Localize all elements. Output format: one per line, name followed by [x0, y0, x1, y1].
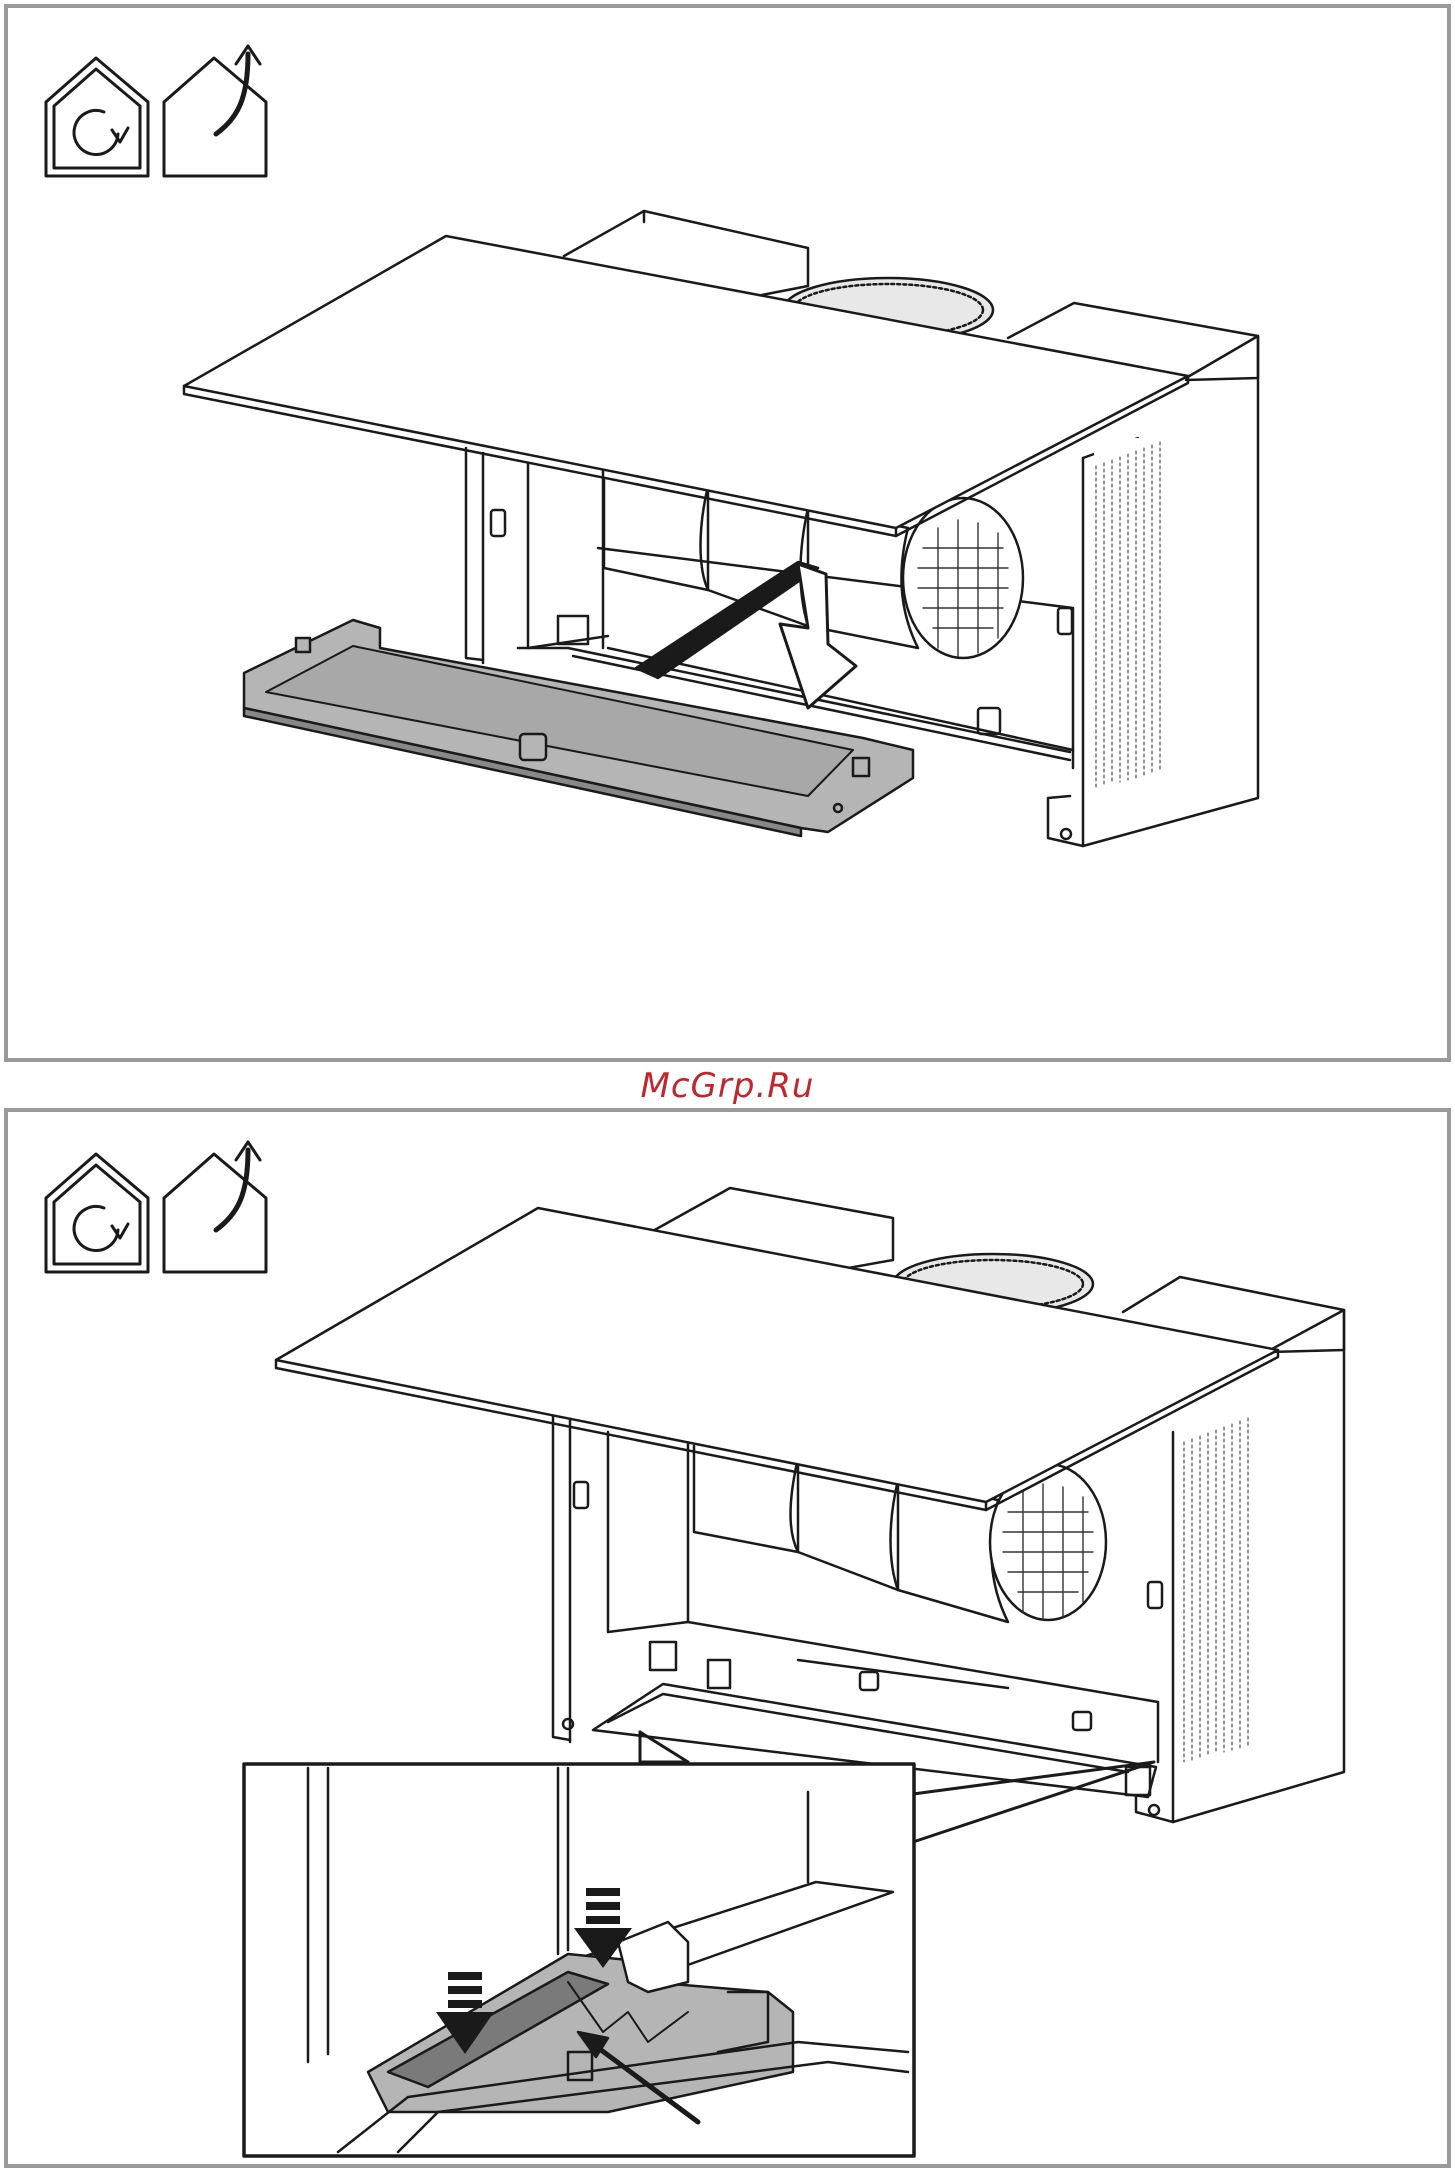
hood-lid-2 — [276, 1208, 1278, 1510]
hood-filter-insert-illustration — [8, 1112, 1455, 2172]
illustration-panel-bottom — [4, 1108, 1451, 2168]
watermark-text: McGrp.Ru — [0, 1063, 1455, 1109]
recirculation-mode-icon — [46, 58, 148, 176]
hood-filter-removal-illustration — [8, 8, 1455, 1066]
illustration-panel-top — [4, 4, 1451, 1062]
extraction-mode-icon — [164, 46, 266, 176]
extraction-mode-icon-2 — [164, 1142, 266, 1272]
recirculation-mode-icon-2 — [46, 1154, 148, 1272]
detail-inset — [244, 1764, 914, 2156]
hood-lid — [184, 236, 1188, 536]
